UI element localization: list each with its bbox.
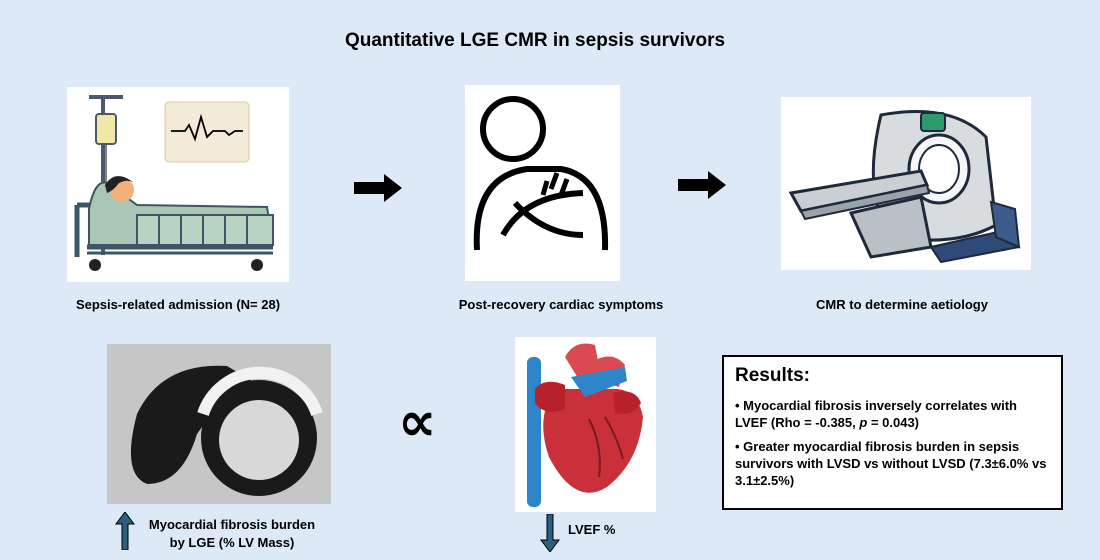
result-bullet-lvsd: • Greater myocardial fibrosis burden in …	[735, 439, 1047, 488]
results-title: Results:	[735, 365, 810, 386]
lvef-label: LVEF %	[568, 522, 616, 537]
fibrosis-label: Myocardial fibrosis burden by LGE (% LV …	[138, 516, 326, 552]
result-bullet-correlation-pvalue: = 0.043)	[867, 415, 920, 430]
proportional-symbol: ∝	[398, 390, 437, 453]
chest-pain-person-icon	[473, 96, 609, 251]
fibrosis-label-line2: by LGE (% LV Mass)	[169, 535, 295, 550]
arrow-up-icon	[115, 512, 135, 550]
arrow-right-icon	[354, 174, 402, 202]
lge-cmr-image	[107, 344, 331, 504]
page-title: Quantitative LGE CMR in sepsis survivors	[344, 30, 726, 51]
result-bullet-correlation: • Myocardial fibrosis inversely correlat…	[735, 397, 1050, 431]
arrow-right-icon	[678, 171, 726, 199]
p-symbol: p	[859, 415, 868, 430]
symptoms-panel	[465, 85, 620, 281]
fibrosis-label-line1: Myocardial fibrosis burden	[148, 517, 316, 532]
cmr-panel	[781, 97, 1031, 270]
heart-panel	[515, 337, 656, 512]
lge-image-panel	[107, 344, 331, 504]
step1-caption: Sepsis-related admission (N= 28)	[75, 297, 281, 312]
results-box: Results: • Myocardial fibrosis inversely…	[722, 355, 1063, 510]
hospital-bed-icon	[74, 95, 275, 271]
mri-scanner-icon	[788, 109, 1021, 264]
result-bullet-correlation-text: • Myocardial fibrosis inversely correlat…	[735, 398, 1017, 430]
hospital-bed-panel	[67, 87, 289, 282]
heart-icon	[527, 343, 643, 507]
arrow-down-icon	[540, 514, 560, 552]
step3-caption: CMR to determine aetiology	[816, 297, 988, 312]
step2-caption: Post-recovery cardiac symptoms	[458, 297, 664, 312]
